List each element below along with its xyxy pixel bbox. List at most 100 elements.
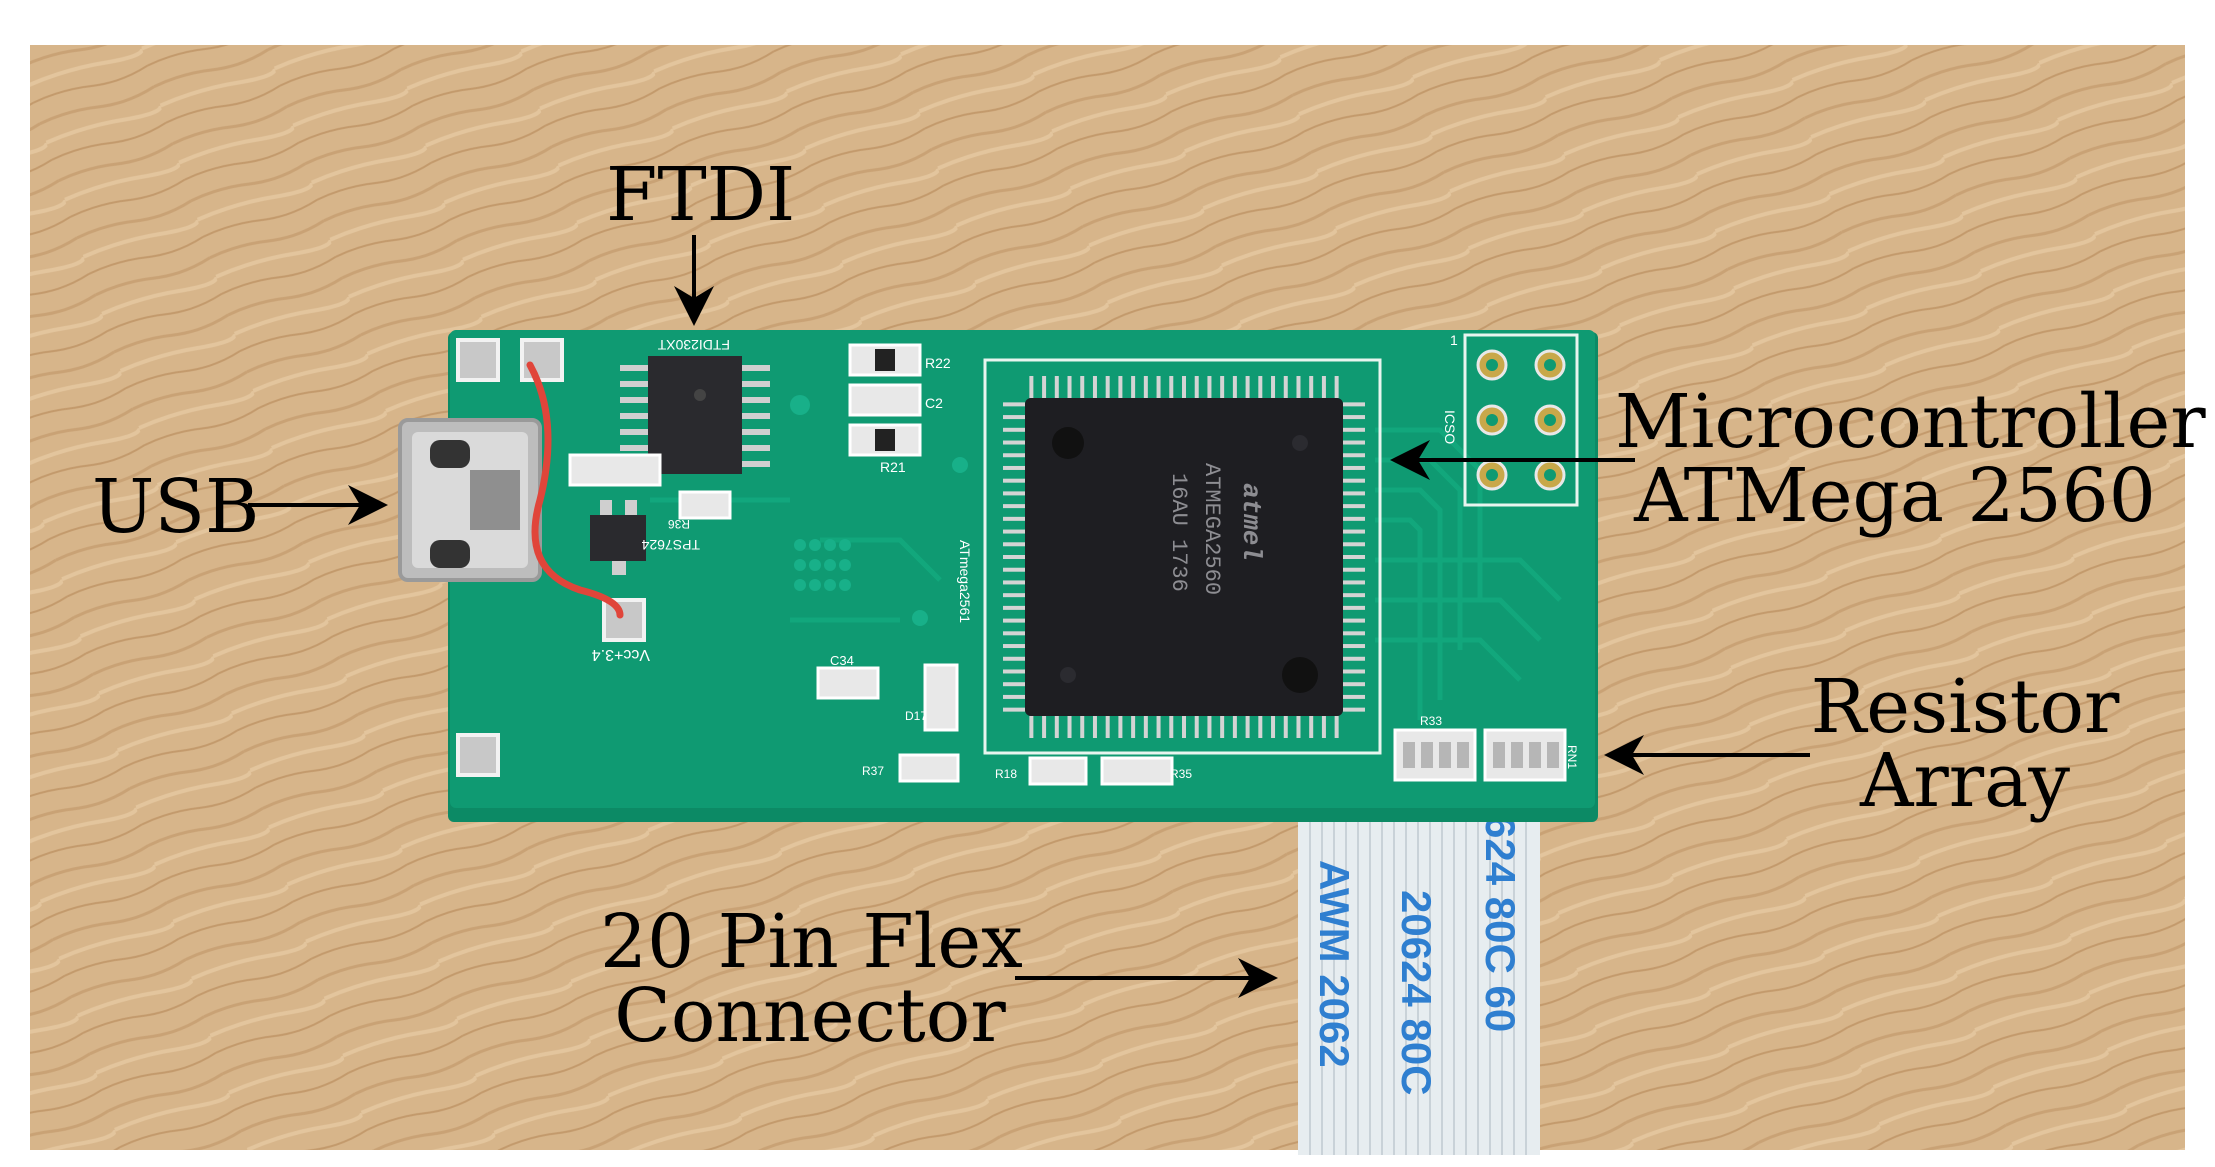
mcu-pin: [1003, 529, 1025, 534]
ftdi-chip: FTDI230XT: [620, 337, 770, 474]
mcu-pin: [1003, 580, 1025, 585]
label-flex-line2: Connector: [614, 973, 1006, 1059]
mcu-pin: [1067, 376, 1072, 398]
label-usb: USB: [92, 464, 260, 550]
mcu-pin: [1182, 716, 1186, 738]
ribbon-text-2: 20624 80C: [1393, 890, 1440, 1096]
mcu-pin: [1343, 605, 1365, 610]
r35-silk: R35: [1170, 767, 1192, 781]
mcu-pin: [1343, 669, 1365, 674]
c2-silk: C2: [925, 395, 943, 411]
mcu-pin: [1003, 402, 1025, 407]
mcu-pin: [1003, 618, 1025, 623]
mcu-pin: [1003, 682, 1025, 687]
mcu-pin: [1118, 376, 1123, 398]
mcu-pin: [1003, 453, 1025, 458]
pin1-silk: 1: [1450, 332, 1458, 348]
mcu-pin: [1343, 618, 1365, 623]
mcu-pin: [1296, 376, 1301, 398]
mcu-pin: [1003, 491, 1025, 496]
mcu-pin: [1220, 716, 1225, 738]
mcu-pin: [1003, 593, 1025, 598]
mcu-pin: [1003, 644, 1025, 649]
mcu-pin: [1003, 656, 1025, 661]
d17-silk: D17: [905, 709, 927, 723]
mcu-pin: [1003, 465, 1025, 470]
mcu-pin: [1003, 567, 1025, 572]
r36-silk: R36: [668, 517, 690, 531]
mcu-pin: [1343, 516, 1365, 521]
mcu-name-silk: ATmega2561: [957, 540, 973, 623]
mcu-pin: [1245, 716, 1250, 738]
label-microcontroller-line1: Microcontroller: [1615, 379, 2206, 465]
mcu-pin: [1054, 716, 1059, 738]
mcu-pin: [1194, 716, 1199, 738]
mcu-pin: [1343, 567, 1365, 572]
mcu-pin: [1334, 376, 1339, 398]
c34-silk: C34: [830, 653, 854, 668]
resistor-group-top: R22 C2 R21: [848, 343, 951, 475]
mcu-pin: [1003, 707, 1025, 712]
mcu-pin: [1080, 716, 1085, 738]
mcu-pins: [1003, 376, 1365, 738]
mcu-pin: [1092, 716, 1097, 738]
mcu-pin: [1296, 716, 1301, 738]
mcu-pin: [1343, 631, 1365, 636]
mcu-part-silk: ATMEGA2560: [1199, 463, 1224, 595]
mcu-pin: [1321, 716, 1326, 738]
flex-ribbon: AWM 2062 20624 80C 624 80C 60: [1298, 810, 1540, 1155]
mcu-pin: [1131, 376, 1136, 398]
mcu-pin: [1092, 376, 1097, 398]
resistor-arrays: R33 RN1: [1393, 714, 1579, 782]
mcu-pin: [1003, 440, 1025, 445]
mcu-pin: [1343, 656, 1365, 661]
mcu-pin: [1042, 716, 1047, 738]
mcu-pin: [1343, 644, 1365, 649]
mcu-pin: [1143, 376, 1148, 398]
vcc-silk: Vcc+3.4: [592, 646, 650, 663]
mcu-pin: [1343, 478, 1365, 483]
mcu-pin: [1003, 415, 1025, 420]
mcu-pin: [1207, 716, 1212, 738]
mcu-pin: [1283, 716, 1288, 738]
label-flex-connector: 20 Pin Flex Connector: [600, 905, 1023, 1059]
ribbon-text-3: 624 80C 60: [1477, 815, 1524, 1032]
mcu-pin: [1309, 716, 1314, 738]
mcu-pin: [1343, 529, 1365, 534]
mcu-pin: [1258, 376, 1263, 398]
mcu-pin: [1334, 716, 1339, 738]
mcu-pin: [1232, 716, 1237, 738]
mcu-pin: [1169, 376, 1174, 398]
mcu-pin: [1343, 682, 1365, 687]
mcu-pin: [1343, 465, 1365, 470]
usb-connector: [398, 418, 542, 582]
mcu-pin: [1003, 542, 1025, 547]
mcu-pin: [1207, 376, 1212, 398]
label-microcontroller: Microcontroller ATMega 2560: [1615, 379, 2206, 533]
ftdi-silkscreen: FTDI230XT: [657, 337, 730, 353]
mcu-pin: [1118, 716, 1123, 738]
mcu-pin: [1343, 555, 1365, 559]
r22-silk: R22: [925, 355, 951, 371]
mcu-pin: [1194, 376, 1199, 398]
mcu-pin: [1271, 716, 1276, 738]
mcu-code-silk: 16AU 1736: [1166, 473, 1191, 592]
mcu-pin: [1003, 669, 1025, 674]
mcu-pin: [1182, 376, 1186, 398]
mcu-pin: [1003, 427, 1025, 432]
mcu-pin: [1054, 376, 1059, 398]
mcu-pin: [1042, 376, 1047, 398]
r18-silk: R18: [995, 767, 1017, 781]
mcu-pin: [1003, 605, 1025, 610]
mcu-pin: [1029, 376, 1034, 398]
mcu-pin: [1343, 427, 1365, 432]
mcu-brand-silk: atmel: [1236, 483, 1266, 561]
mcu-pin: [1156, 376, 1161, 398]
label-resistor-line1: Resistor: [1810, 664, 2120, 750]
mcu-pin: [1003, 516, 1025, 521]
mcu-pin: [1245, 376, 1250, 398]
mcu-pin: [1343, 415, 1365, 420]
r21-silk: R21: [880, 459, 906, 475]
